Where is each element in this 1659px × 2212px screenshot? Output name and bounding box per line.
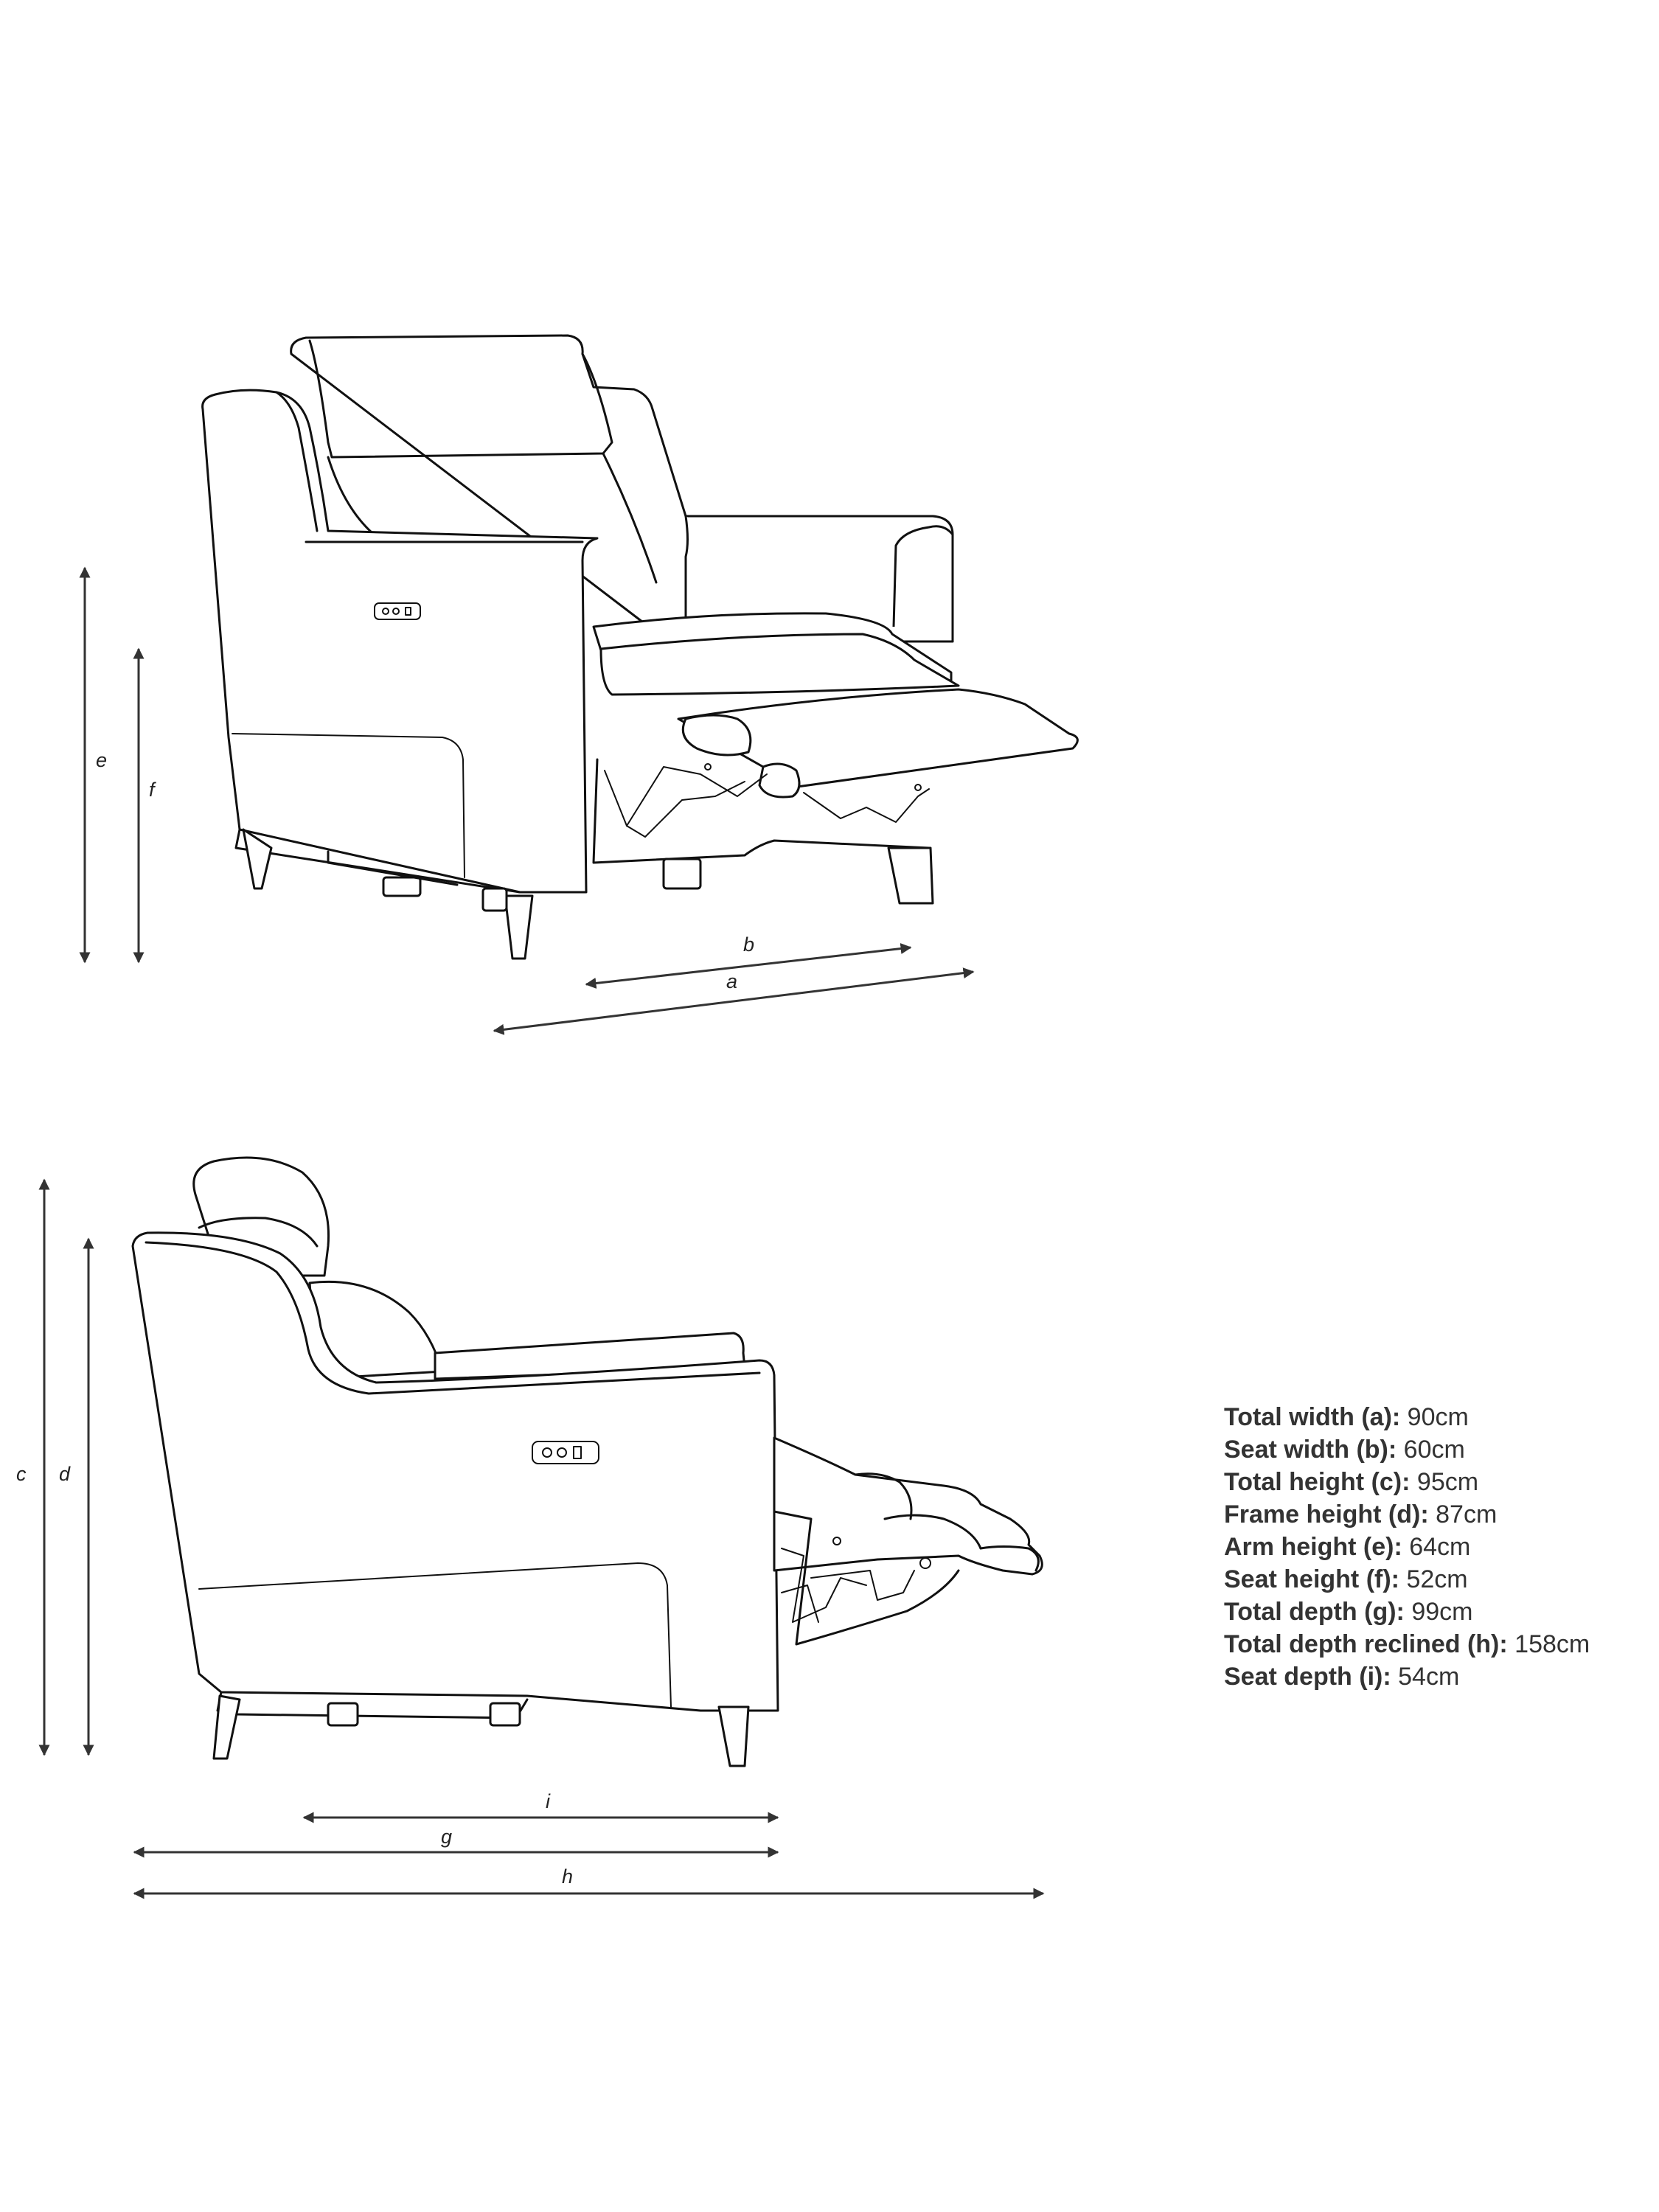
spec-arm-height: Arm height (e): 64cm [1224, 1531, 1590, 1563]
dim-label-d: d [59, 1463, 71, 1485]
spec-value: 52cm [1406, 1565, 1468, 1593]
dim-label-c: c [16, 1463, 27, 1485]
spec-total-height: Total height (c): 95cm [1224, 1466, 1590, 1498]
dimension-lines-side: c d i g h [16, 1178, 1045, 1899]
spec-frame-height: Frame height (d): 87cm [1224, 1498, 1590, 1531]
spec-total-depth: Total depth (g): 99cm [1224, 1596, 1590, 1628]
spec-label: Seat depth (i): [1224, 1663, 1391, 1691]
side-view-chair [131, 1156, 1043, 1767]
spec-value: 99cm [1411, 1598, 1473, 1626]
spec-seat-depth: Seat depth (i): 54cm [1224, 1660, 1590, 1693]
dim-label-f: f [149, 779, 156, 801]
spec-seat-width: Seat width (b): 60cm [1224, 1433, 1590, 1466]
dim-label-h: h [562, 1865, 573, 1888]
spec-value: 87cm [1436, 1500, 1498, 1528]
spec-total-depth-reclined: Total depth reclined (h): 158cm [1224, 1628, 1590, 1660]
spec-total-width: Total width (a): 90cm [1224, 1401, 1590, 1433]
dim-label-g: g [441, 1826, 452, 1848]
spec-label: Seat width (b): [1224, 1436, 1397, 1464]
dim-label-i: i [546, 1790, 551, 1812]
spec-seat-height: Seat height (f): 52cm [1224, 1563, 1590, 1596]
spec-label: Total height (c): [1224, 1468, 1411, 1496]
dim-line-a [493, 967, 975, 1035]
spec-label: Total depth (g): [1224, 1598, 1405, 1626]
spec-value: 64cm [1409, 1533, 1471, 1561]
spec-label: Seat height (f): [1224, 1565, 1399, 1593]
spec-value: 54cm [1398, 1663, 1460, 1691]
dimension-lines-front: e f b a [79, 566, 975, 1035]
spec-value: 158cm [1514, 1630, 1590, 1658]
spec-value: 60cm [1403, 1436, 1465, 1464]
dim-label-a: a [726, 970, 737, 992]
dim-label-b: b [743, 933, 754, 956]
dim-label-e: e [96, 749, 107, 771]
spec-value: 90cm [1407, 1403, 1469, 1431]
front-view-chair [201, 334, 1079, 960]
spec-label: Frame height (d): [1224, 1500, 1429, 1528]
spec-value: 95cm [1416, 1468, 1479, 1496]
spec-label: Arm height (e): [1224, 1533, 1402, 1561]
dimension-specs-list: Total width (a): 90cm Seat width (b): 60… [1224, 1401, 1590, 1693]
spec-label: Total width (a): [1224, 1403, 1401, 1431]
spec-label: Total depth reclined (h): [1224, 1630, 1508, 1658]
